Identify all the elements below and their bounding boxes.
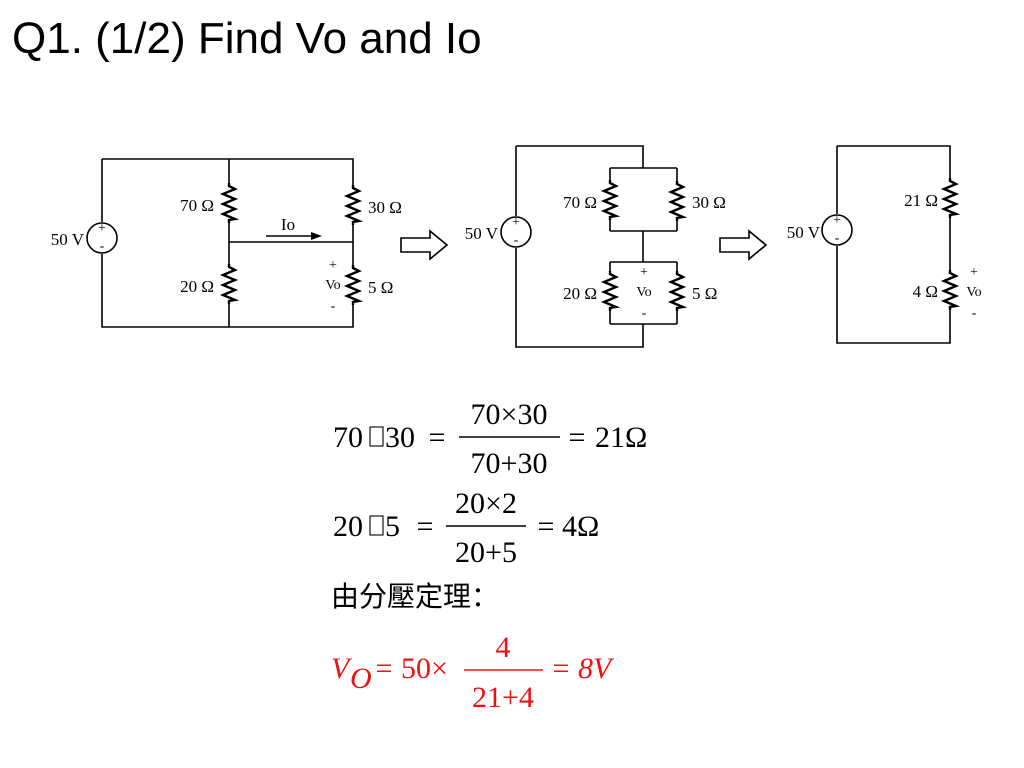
vo-label: Vo	[636, 285, 651, 300]
slide-title: Q1. (1/2) Find Vo and Io	[12, 14, 482, 63]
eq3-result: 8V	[578, 652, 615, 685]
minus-sign: -	[100, 239, 105, 254]
transform-arrow-icon	[400, 229, 449, 261]
resistor-20-label: 20 Ω	[563, 284, 597, 303]
eq2-result: 4Ω	[562, 510, 599, 543]
resistor-30-label: 30 Ω	[368, 198, 402, 217]
vo-minus: -	[642, 306, 647, 321]
voltage-divider-theorem: 由分壓定理：	[331, 580, 499, 613]
eq2-numerator: 20×2	[455, 487, 517, 520]
equation-3: V O = 50× 4 21+4 = 8V	[331, 631, 615, 714]
plus-sign: +	[512, 215, 520, 230]
circuit-2-wires	[515, 145, 678, 348]
resistor-4-label: 4 Ω	[913, 282, 938, 301]
resistor-5-icon	[669, 269, 685, 313]
eq1-numerator: 70×30	[471, 398, 548, 431]
minus-sign: -	[514, 233, 519, 248]
plus-sign: +	[833, 213, 841, 228]
vo-plus: +	[970, 265, 978, 280]
eq3-subscript: O	[350, 662, 372, 695]
resistor-30-icon	[345, 183, 361, 227]
eq1-lhs-a: 70	[333, 421, 363, 454]
voltage-source-1: + -	[86, 221, 118, 254]
resistor-21-label: 21 Ω	[904, 191, 938, 210]
equals-sign: =	[538, 510, 555, 543]
eq3-denominator: 21+4	[472, 681, 534, 714]
equation-2: 20 5 = 20×2 20+5 = 4Ω	[333, 487, 599, 569]
resistor-70-label: 70 Ω	[180, 196, 214, 215]
resistor-30-icon	[669, 179, 685, 223]
resistor-70-label: 70 Ω	[563, 193, 597, 212]
circuit-1: + - 50 V 70 Ω 30 Ω 20 Ω 5 Ω Io + Vo -	[51, 158, 402, 328]
parallel-glyph-icon	[369, 515, 384, 536]
current-label: Io	[281, 215, 295, 234]
transform-arrow-icon	[719, 229, 768, 261]
equals-sign: =	[553, 652, 570, 685]
plus-sign: +	[98, 221, 106, 236]
circuit-2: + - 50 V 70 Ω 30 Ω 20 Ω 5 Ω + Vo -	[465, 145, 726, 348]
equation-1: 70 30 = 70×30 70+30 = 21Ω	[333, 398, 647, 480]
resistor-5-label: 5 Ω	[368, 278, 393, 297]
resistor-5-icon	[345, 263, 361, 307]
eq2-denominator: 20+5	[455, 536, 517, 569]
eq2-lhs-b: 5	[385, 510, 400, 543]
vo-plus: +	[329, 258, 337, 273]
vo-label: Vo	[325, 278, 340, 293]
vo-label: Vo	[966, 285, 981, 300]
eq3-numerator: 4	[496, 631, 511, 664]
circuit-1-wires	[101, 158, 354, 328]
circuit-3-wires	[836, 145, 951, 344]
resistor-20-icon	[602, 269, 618, 313]
current-arrow-icon	[266, 232, 322, 240]
resistor-30-label: 30 Ω	[692, 193, 726, 212]
eq1-denominator: 70+30	[471, 447, 548, 480]
circuit-3: + - 50 V 21 Ω 4 Ω + Vo -	[787, 145, 982, 344]
source-label: 50 V	[787, 223, 821, 242]
eq1-result: 21Ω	[595, 421, 647, 454]
equals-sign: =	[569, 421, 586, 454]
equals-sign: =	[429, 421, 446, 454]
equals-sign: =	[417, 510, 434, 543]
vo-minus: -	[972, 306, 977, 321]
voltage-source-3: + -	[821, 213, 853, 246]
parallel-glyph-icon	[369, 426, 384, 447]
resistor-20-icon	[221, 262, 237, 306]
eq1-lhs-b: 30	[385, 421, 415, 454]
vo-plus: +	[640, 265, 648, 280]
equals-sign: =	[376, 652, 393, 685]
eq2-lhs-a: 20	[333, 510, 363, 543]
eq3-variable: V	[331, 652, 353, 685]
resistor-70-icon	[221, 181, 237, 225]
resistor-5-label: 5 Ω	[692, 284, 717, 303]
minus-sign: -	[835, 231, 840, 246]
resistor-21-icon	[942, 176, 958, 220]
resistor-4-icon	[942, 268, 958, 312]
voltage-source-2: + -	[500, 215, 532, 248]
resistor-20-label: 20 Ω	[180, 277, 214, 296]
source-label: 50 V	[465, 224, 499, 243]
resistor-70-icon	[602, 178, 618, 222]
vo-minus: -	[331, 299, 336, 314]
source-label: 50 V	[51, 230, 85, 249]
eq3-prefix: 50×	[401, 652, 448, 685]
